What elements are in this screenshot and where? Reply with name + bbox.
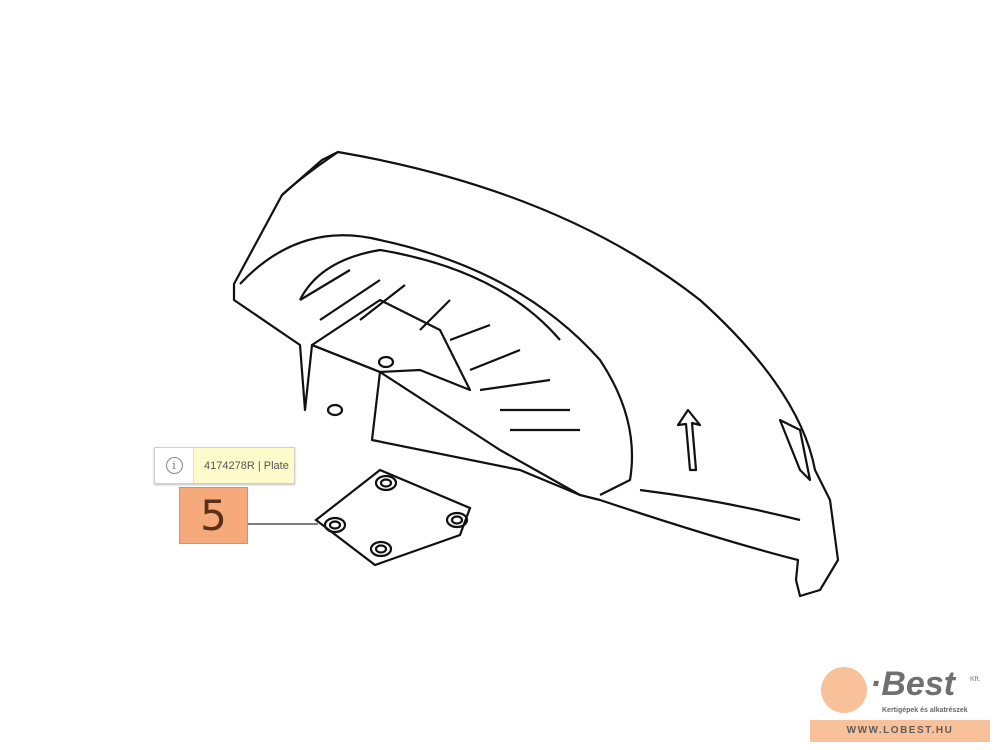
logo-tagline: Kertigépek és alkatrészek [882, 707, 968, 714]
logo-url: WWW.LOBEST.HU [810, 720, 990, 742]
logo-mark-icon [821, 667, 867, 713]
plate-part [314, 468, 472, 567]
logo-brand: ·Best [870, 665, 956, 703]
logo-kft: Kft. [970, 676, 981, 683]
direction-arrow [676, 408, 702, 472]
tooltip-text: 4174278R | Plate [194, 448, 294, 483]
lobest-logo: ·Best Kft. Kertigépek és alkatrészek WWW… [810, 664, 990, 744]
part-callout-5[interactable]: 5 [179, 487, 248, 544]
part-tooltip: i 4174278R | Plate [154, 447, 295, 484]
info-icon[interactable]: i [155, 448, 194, 483]
guard-outline [232, 150, 840, 598]
